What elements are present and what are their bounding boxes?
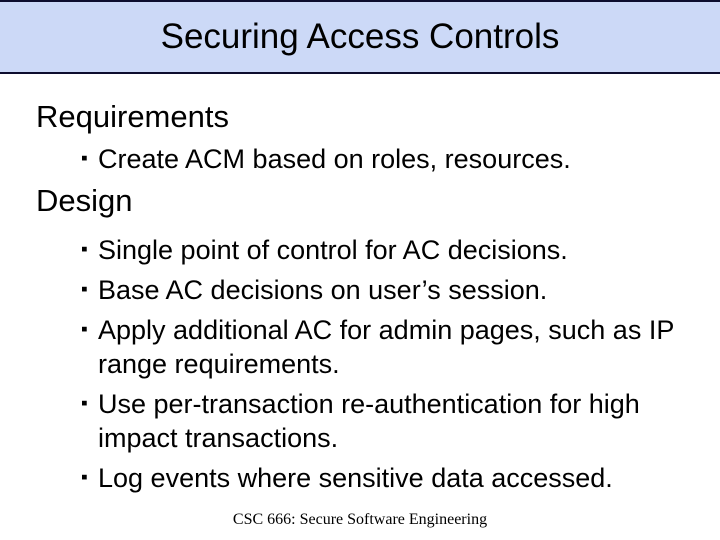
bullet-text: Create ACM based on roles, resources. <box>98 144 571 174</box>
bullet-text: Log events where sensitive data accessed… <box>98 463 613 493</box>
bullet-text: Apply additional AC for admin pages, suc… <box>98 315 674 379</box>
square-bullet-icon: ▪ <box>81 239 88 260</box>
list-item: ▪ Base AC decisions on user’s session. <box>81 273 700 307</box>
slide-footer: CSC 666: Secure Software Engineering <box>232 511 488 528</box>
list-item: ▪ Apply additional AC for admin pages, s… <box>81 313 700 381</box>
square-bullet-icon: ▪ <box>81 393 88 414</box>
bullet-text: Use per-transaction re-authentication fo… <box>98 389 640 453</box>
list-item: ▪ Log events where sensitive data access… <box>81 461 700 495</box>
requirements-bullet-list: ▪ Create ACM based on roles, resources. <box>0 142 720 176</box>
square-bullet-icon: ▪ <box>81 279 88 300</box>
square-bullet-icon: ▪ <box>81 148 88 169</box>
design-bullet-list: ▪ Single point of control for AC decisio… <box>0 233 720 495</box>
list-item: ▪ Create ACM based on roles, resources. <box>81 142 700 176</box>
bullet-text: Single point of control for AC decisions… <box>98 235 568 265</box>
slide-title-bar: Securing Access Controls <box>0 0 720 74</box>
bullet-text: Base AC decisions on user’s session. <box>98 275 548 305</box>
slide-title: Securing Access Controls <box>160 16 560 56</box>
square-bullet-icon: ▪ <box>81 467 88 488</box>
square-bullet-icon: ▪ <box>81 319 88 340</box>
list-item: ▪ Use per-transaction re-authentication … <box>81 387 700 455</box>
section-heading-design: Design <box>36 183 133 218</box>
slide-body: Requirements ▪ Create ACM based on roles… <box>0 75 720 495</box>
section-heading-requirements: Requirements <box>36 99 229 134</box>
list-item: ▪ Single point of control for AC decisio… <box>81 233 700 267</box>
